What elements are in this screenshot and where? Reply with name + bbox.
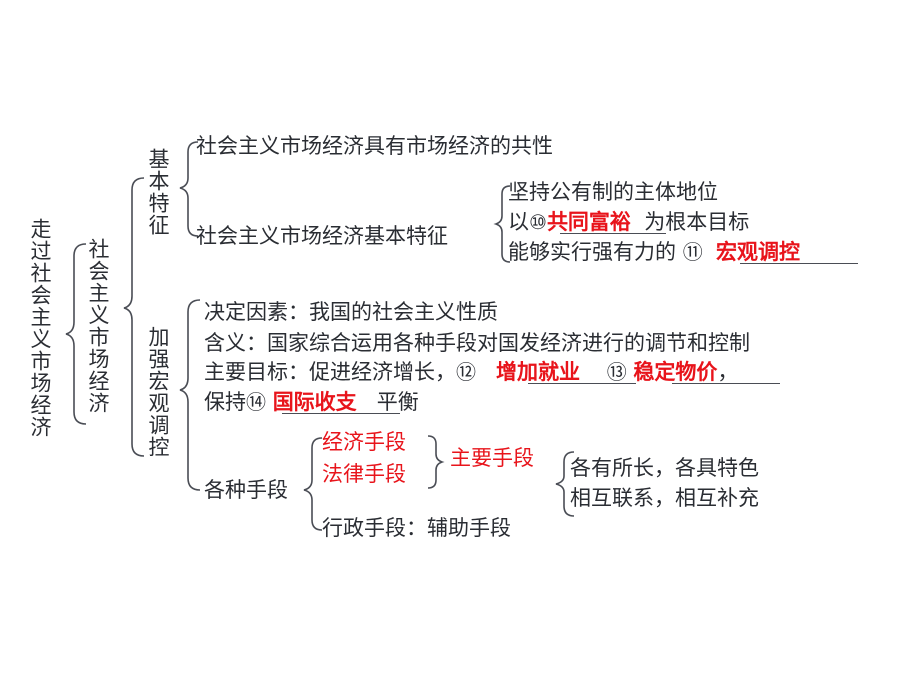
deciding-factor: 决定因素：我国的社会主义性质 (204, 300, 498, 324)
feature-common-prosperity: 以⑩共同富裕 为根本目标 (508, 210, 749, 234)
answer-14-underline (282, 413, 400, 414)
answer-11-underline (740, 263, 858, 264)
answer-10: 共同富裕 (546, 210, 631, 234)
means-label: 各种手段 (204, 478, 288, 502)
brace-basic (179, 141, 199, 237)
means-legal: 法律手段 (322, 462, 406, 486)
means-feature-1: 各有所长，各具特色 (570, 456, 759, 480)
number-13: ⑬ (606, 360, 627, 384)
answer-12-underline (528, 383, 636, 384)
feature-public-ownership: 坚持公有制的主体地位 (508, 180, 718, 204)
suffix: 为根本目标 (644, 210, 750, 234)
brace-level1 (123, 177, 145, 457)
common-feature: 社会主义市场经济具有市场经济的共性 (196, 134, 553, 158)
level1-label: 社会主义市场经济 (86, 238, 110, 414)
means-economic: 经济手段 (322, 430, 406, 454)
means-admin: 行政手段：辅助手段 (322, 516, 511, 540)
goal-prefix: 主要目标：促进经济增长， (204, 360, 456, 384)
special-feature-label: 社会主义市场经济基本特征 (196, 224, 448, 248)
brace-root (65, 243, 87, 425)
means-main: 主要手段 (450, 446, 534, 470)
macro-control-label: 加强宏观调控 (146, 326, 170, 458)
number-14: ⑭ (246, 390, 266, 414)
answer-13-underline (672, 383, 780, 384)
answer-10-underline (560, 233, 666, 234)
basic-features-label: 基本特征 (146, 148, 170, 236)
main-goals: 主要目标：促进经济增长，⑫ 增加就业 ⑬ 稳定物价， (204, 360, 738, 384)
answer-13: 稳定物价 (633, 360, 718, 384)
brace-econ-legal (427, 435, 445, 489)
answer-12: 增加就业 (496, 360, 581, 384)
means-feature-2: 相互联系，相互补充 (570, 486, 759, 510)
number-11: ⑪ (682, 240, 703, 264)
balance-prefix: 保持 (204, 390, 246, 414)
answer-11: 宏观调控 (716, 240, 801, 264)
number-12: ⑫ (456, 360, 476, 384)
brace-special (493, 185, 511, 263)
prefix: 能够实行强有力的 (508, 240, 676, 264)
brace-features (555, 451, 575, 517)
balance: 保持⑭ 国际收支 平衡 (204, 390, 419, 414)
feature-macro-control: 能够实行强有力的 ⑪ 宏观调控 (508, 240, 800, 264)
number-10: ⑩ (529, 210, 547, 234)
meaning: 含义：国家综合运用各种手段对国发经济进行的调节和控制 (204, 331, 750, 355)
goal13-suffix: ， (717, 360, 739, 384)
root-label: 走过社会主义市场经济 (28, 218, 52, 438)
balance-suffix: 平衡 (376, 390, 419, 414)
brace-macro (179, 299, 201, 491)
brace-means (303, 437, 323, 531)
prefix: 以 (508, 210, 529, 234)
answer-14: 国际收支 (272, 390, 357, 414)
